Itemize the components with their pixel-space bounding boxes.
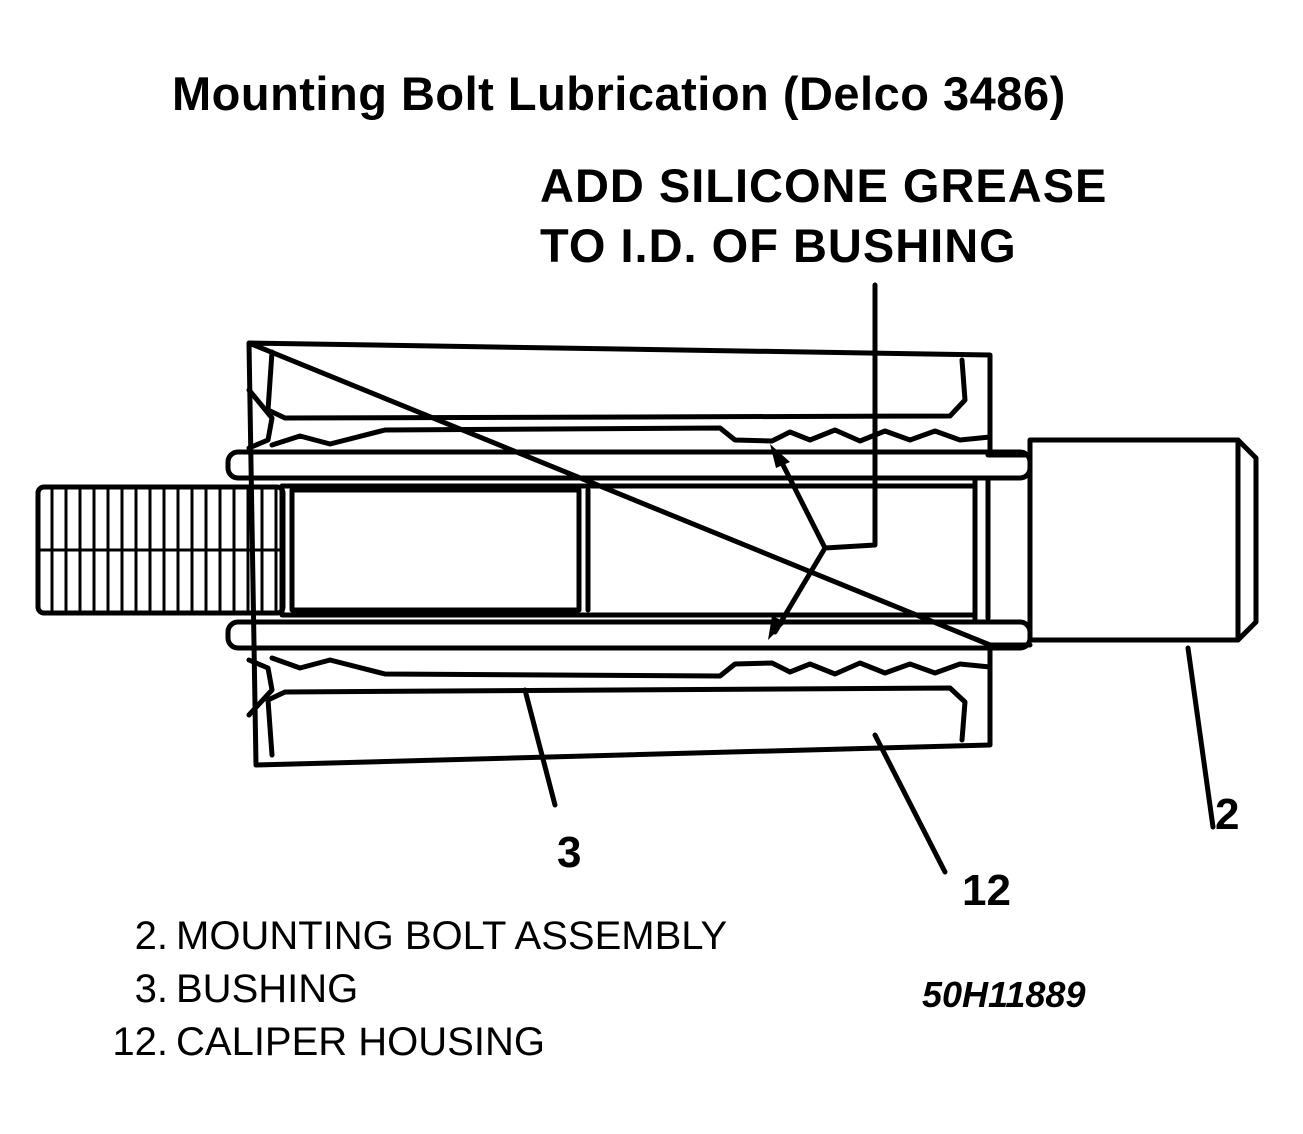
bolt-sleeve-bottom: [225, 619, 1033, 651]
part-number-2: 2: [1215, 790, 1240, 839]
legend-number: 2.: [134, 914, 168, 958]
bushing-upper: [269, 425, 993, 448]
callout-line-1: ADD SILICONE GREASE: [540, 159, 1108, 212]
leader-bushing: [522, 687, 558, 808]
parts-legend: 2. MOUNTING BOLT ASSEMBLY 3. BUSHING 12.…: [90, 910, 727, 1069]
housing-chamfer-bottom: [246, 657, 275, 718]
legend-label: MOUNTING BOLT ASSEMBLY: [176, 914, 728, 958]
part-number-12: 12: [962, 866, 1011, 915]
grease-arrow-bottom: [768, 616, 786, 640]
callout-line-2: TO I.D. OF BUSHING: [540, 219, 1017, 272]
part-number-3: 3: [557, 828, 582, 877]
housing-recess-upper: [265, 349, 968, 421]
legend-number: 12.: [112, 1020, 168, 1064]
leader-bolt: [1185, 645, 1216, 830]
legend-number: 3.: [134, 967, 168, 1011]
bolt-head-step: [985, 452, 1033, 648]
legend-row: 2. MOUNTING BOLT ASSEMBLY: [90, 910, 728, 963]
legend-row: 12. CALIPER HOUSING: [90, 1016, 727, 1069]
housing-recess-lower: [265, 685, 968, 758]
caliper-housing: [246, 340, 993, 768]
legend-label: BUSHING: [176, 967, 359, 1011]
grease-leader-line: [772, 282, 878, 635]
bolt-sleeve-top: [225, 449, 1033, 481]
shank-end: [972, 475, 991, 625]
figure-id: 50H11889: [922, 974, 1086, 1015]
grease-arrow-top: [770, 444, 790, 468]
housing-chamfer-top: [246, 387, 275, 451]
legend-row: 3. BUSHING: [90, 963, 727, 1016]
bolt-head: [1027, 437, 1259, 643]
legend-label: CALIPER HOUSING: [176, 1020, 545, 1064]
bolt-inner-bore: [289, 487, 582, 613]
diagram-title: Mounting Bolt Lubrication (Delco 3486): [172, 67, 1066, 120]
leader-housing: [872, 732, 948, 875]
bushing-lower: [269, 655, 993, 679]
